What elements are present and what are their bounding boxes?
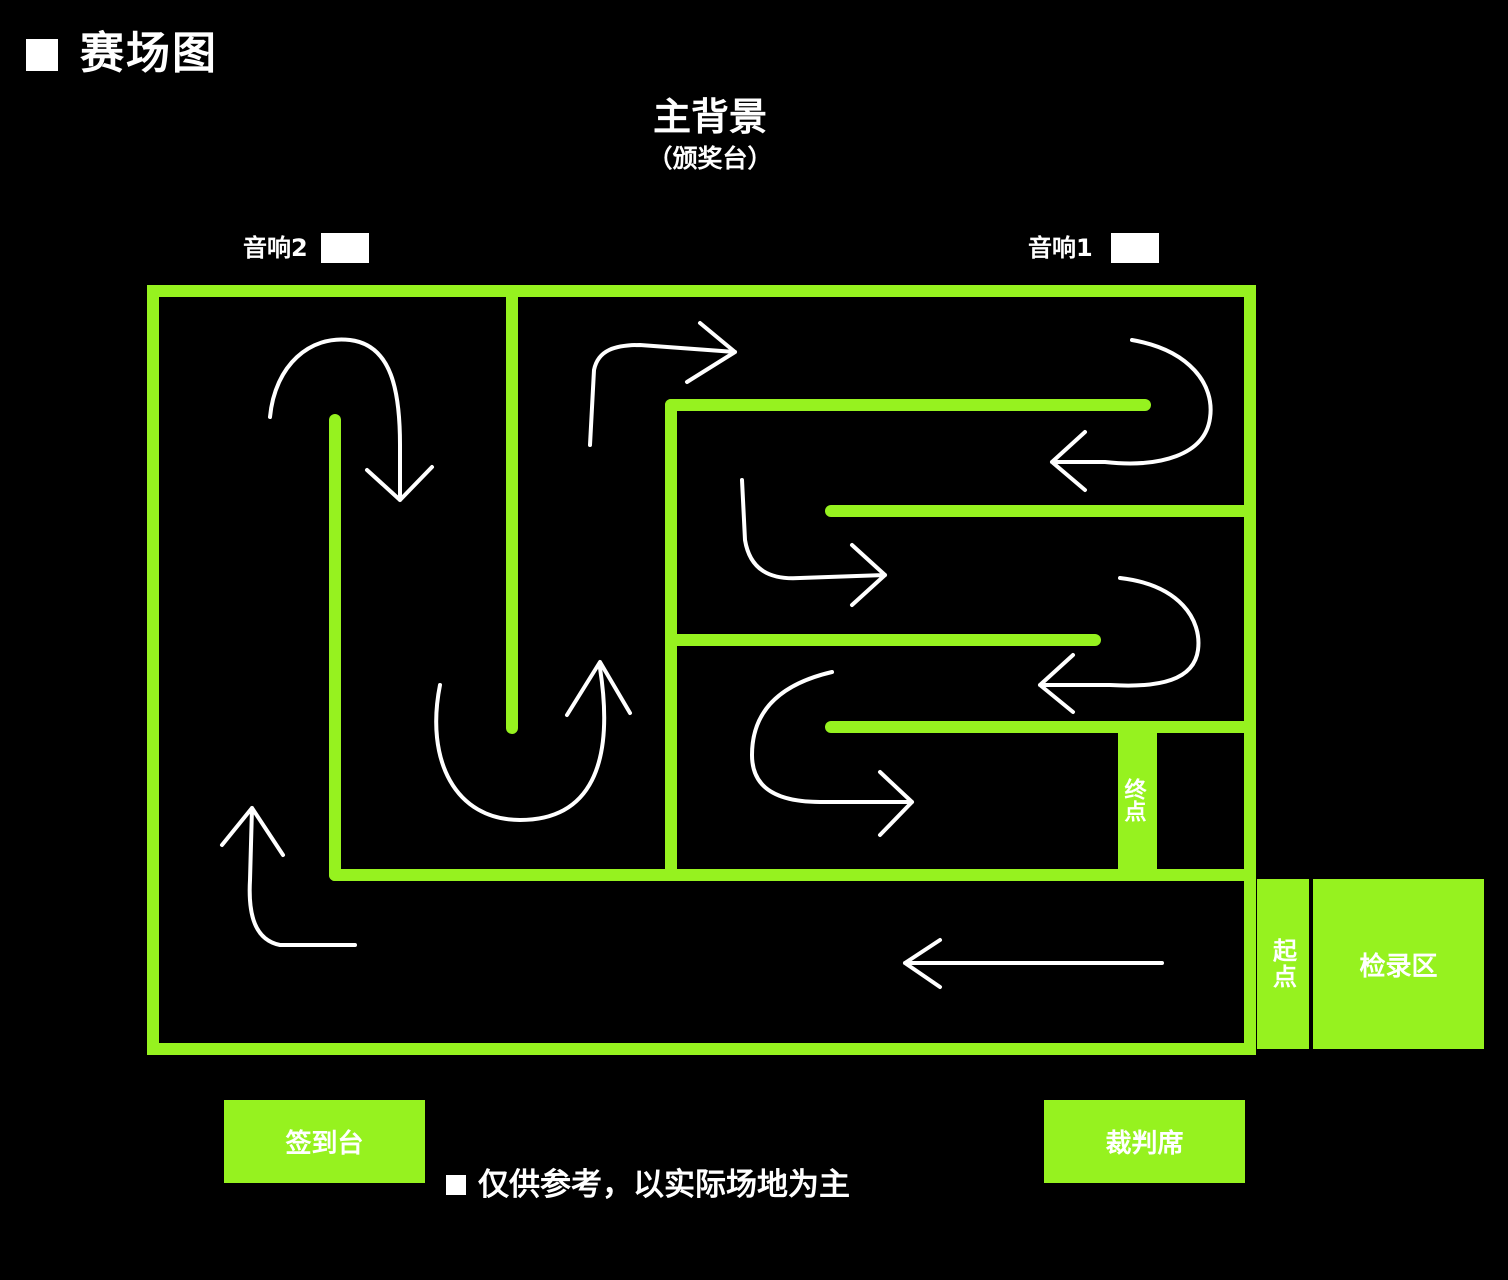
finish-bar — [1118, 727, 1148, 875]
speaker-1-label: 音响1 — [1028, 234, 1093, 262]
backdrop-subtitle: （颁奖台） — [647, 144, 773, 173]
arrow-bottom-left-up — [220, 806, 357, 947]
speaker-2-label: 音响2 — [243, 234, 308, 262]
signin-desk: 签到台 — [224, 1100, 425, 1183]
footer-note: 仅供参考，以实际场地为主 — [478, 1167, 850, 1203]
arrow-top-center-right — [588, 321, 737, 447]
header-square-icon — [26, 39, 58, 71]
arrow-lane2-right — [740, 478, 887, 607]
arrow-lane3-return — [1038, 576, 1201, 714]
page-title: 赛场图 — [80, 28, 218, 79]
arrow-center-uturn — [434, 660, 632, 822]
arrow-top-right-return — [1050, 338, 1213, 492]
checkin-area: 检录区 — [1313, 879, 1484, 1049]
start-label: 起点 — [1268, 938, 1297, 990]
note-square-icon — [446, 1175, 466, 1195]
arrow-bottom-straight — [903, 938, 1164, 989]
backdrop-title: 主背景 — [652, 95, 767, 139]
outer-boundary — [147, 285, 1256, 1055]
referee-desk: 裁判席 — [1044, 1100, 1245, 1183]
direction-arrows — [220, 321, 1213, 989]
speaker-1-icon — [1111, 233, 1159, 263]
referee-label: 裁判席 — [1105, 1129, 1184, 1159]
finish-label: 终点 — [1121, 777, 1147, 823]
speaker-2-icon — [321, 233, 369, 263]
signin-label: 签到台 — [285, 1129, 364, 1159]
arrow-lane4-right — [750, 670, 914, 837]
start-zone: 起点 — [1257, 879, 1309, 1049]
track-walls — [147, 285, 1256, 1055]
checkin-label: 检录区 — [1359, 951, 1438, 982]
arrow-top-left-down — [268, 337, 434, 502]
